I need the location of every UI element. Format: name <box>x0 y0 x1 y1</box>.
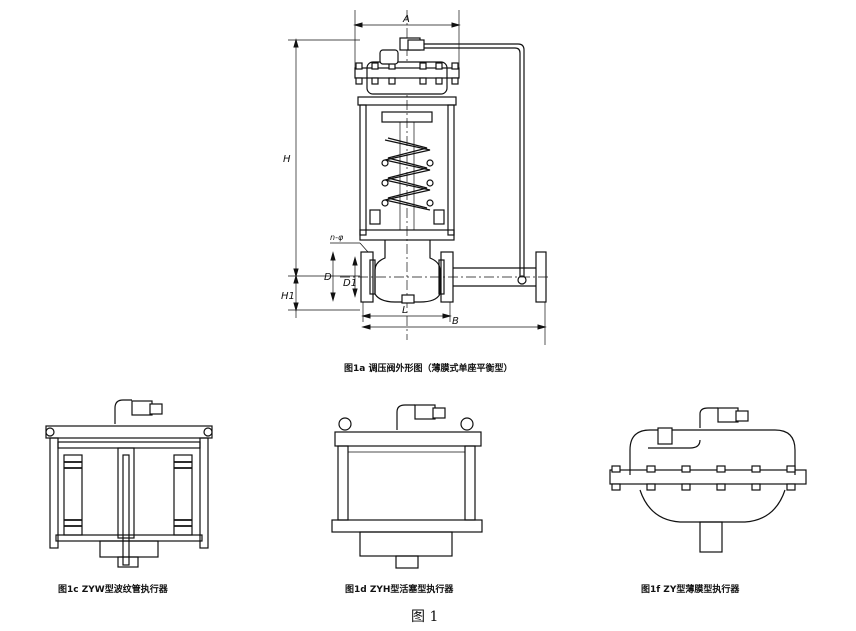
bolts-top <box>355 62 459 85</box>
caption-fig-1c: 图1c ZYW型波纹管执行器 <box>58 583 169 595</box>
actuator-zy-drawing: 图1f ZY型薄膜型执行器 <box>609 407 807 595</box>
bellows-left <box>63 454 83 536</box>
dim-H: H <box>283 154 291 165</box>
caption-fig-1f: 图1f ZY型薄膜型执行器 <box>641 583 740 595</box>
spring <box>381 137 434 211</box>
dim-D: D <box>324 272 332 283</box>
bolts-fig-1f <box>611 465 796 491</box>
bellows-right <box>173 454 193 536</box>
dim-n-phi: n-φ <box>330 233 344 242</box>
actuator-zyh-drawing: 图1d ZYH型活塞型执行器 <box>331 404 483 595</box>
actuator-zyw-drawing: 图1c ZYW型波纹管执行器 <box>45 399 213 595</box>
figure-number: 图 1 <box>411 609 438 625</box>
dim-H1: H1 <box>281 291 295 302</box>
dim-B: B <box>452 316 459 327</box>
dim-L: L <box>402 305 408 316</box>
caption-fig-1d: 图1d ZYH型活塞型执行器 <box>345 583 454 595</box>
dim-A: A <box>402 14 410 25</box>
dim-D1: D1 <box>343 278 357 289</box>
valve-main-drawing: A H H1 D D1 n-φ <box>281 10 550 374</box>
caption-fig-1a: 图1a 调压阀外形图（薄膜式单座平衡型） <box>344 362 512 374</box>
